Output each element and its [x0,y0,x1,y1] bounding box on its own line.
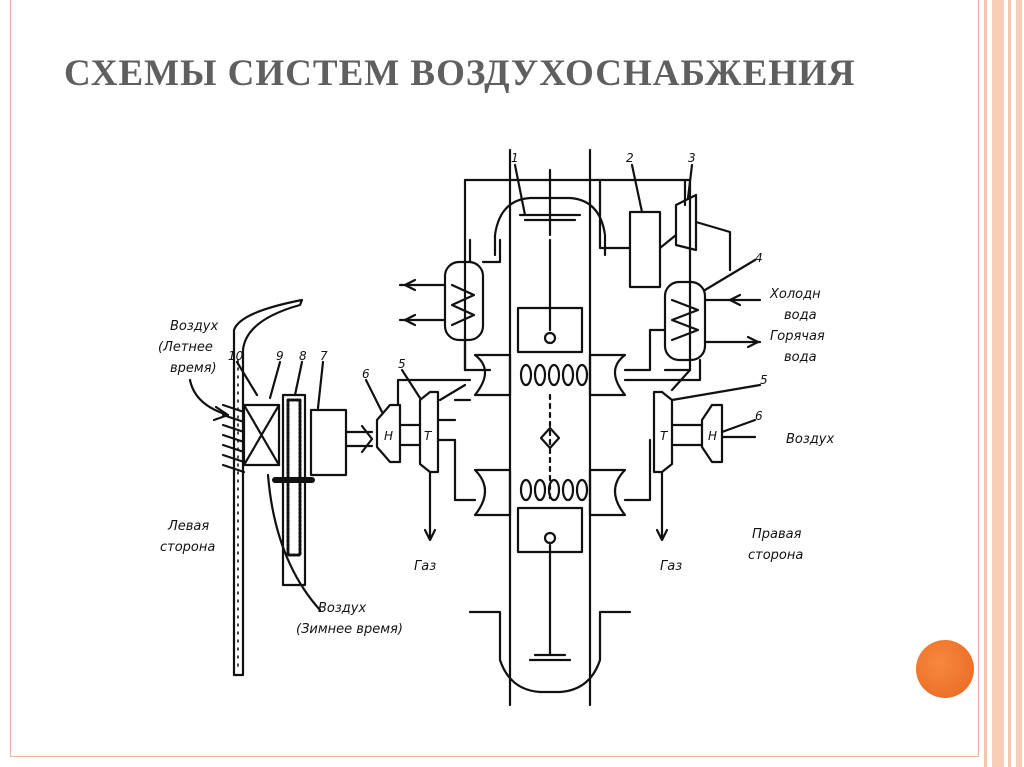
label-gas-right: Газ [660,559,682,574]
label-cold-water-2: вода [784,308,817,323]
turbine-right [652,390,674,474]
callout-2: 2 [626,151,634,165]
slide-frame [10,0,979,757]
callout-6-left: 6 [362,367,370,381]
hull-wall [232,298,304,677]
label-hot-water-2: вода [784,350,817,365]
label-right-side-1: Правая [752,527,802,542]
unit-2 [628,210,662,289]
label-air-winter-1: Воздух [318,601,366,616]
accent-circle [916,640,974,698]
callout-5-right: 5 [760,373,768,387]
compressor-left [375,403,402,464]
label-cold-water-1: Холодн [769,287,821,302]
air-intake-grille [221,403,246,474]
turbine-right-letter: Т [660,429,669,443]
label-left-side-2: сторона [160,540,215,555]
label-hot-water-1: Горячая [770,329,825,344]
compressor-right-letter: Н [708,429,717,443]
callout-10: 10 [228,349,244,363]
turbine-left [418,390,440,474]
compressor-right [700,403,724,464]
label-gas-left: Газ [414,559,436,574]
callout-9: 9 [276,349,284,363]
silencer [309,408,348,477]
right-stripe-2 [992,0,1004,767]
label-air-summer-2: (Летнее [158,340,213,355]
callout-5-left: 5 [398,357,406,371]
turbine-left-letter: Т [424,429,433,443]
label-air-summer-1: Воздух [170,319,218,334]
right-stripe-4 [1016,0,1022,767]
callout-4: 4 [755,251,763,265]
label-left-side-1: Левая [167,519,209,534]
label-air-right: Воздух [786,432,834,447]
callout-7: 7 [320,349,328,363]
filter-box [242,403,281,467]
engine-block [463,148,692,707]
water-cooler-right [663,280,707,362]
callout-8: 8 [299,349,307,363]
right-stripe-1 [984,0,987,767]
label-air-summer-3: время) [170,361,217,376]
compressor-left-letter: Н [384,429,393,443]
slide-title: Схемы систем воздухоснабжения [64,53,856,94]
unit-3 [674,193,698,252]
label-right-side-2: сторона [748,548,803,563]
label-air-winter-2: (Зимнее время) [296,622,403,637]
callout-6-right: 6 [755,409,763,423]
callout-3: 3 [688,151,696,165]
callout-1: 1 [511,151,519,165]
right-stripe-3 [1008,0,1011,767]
